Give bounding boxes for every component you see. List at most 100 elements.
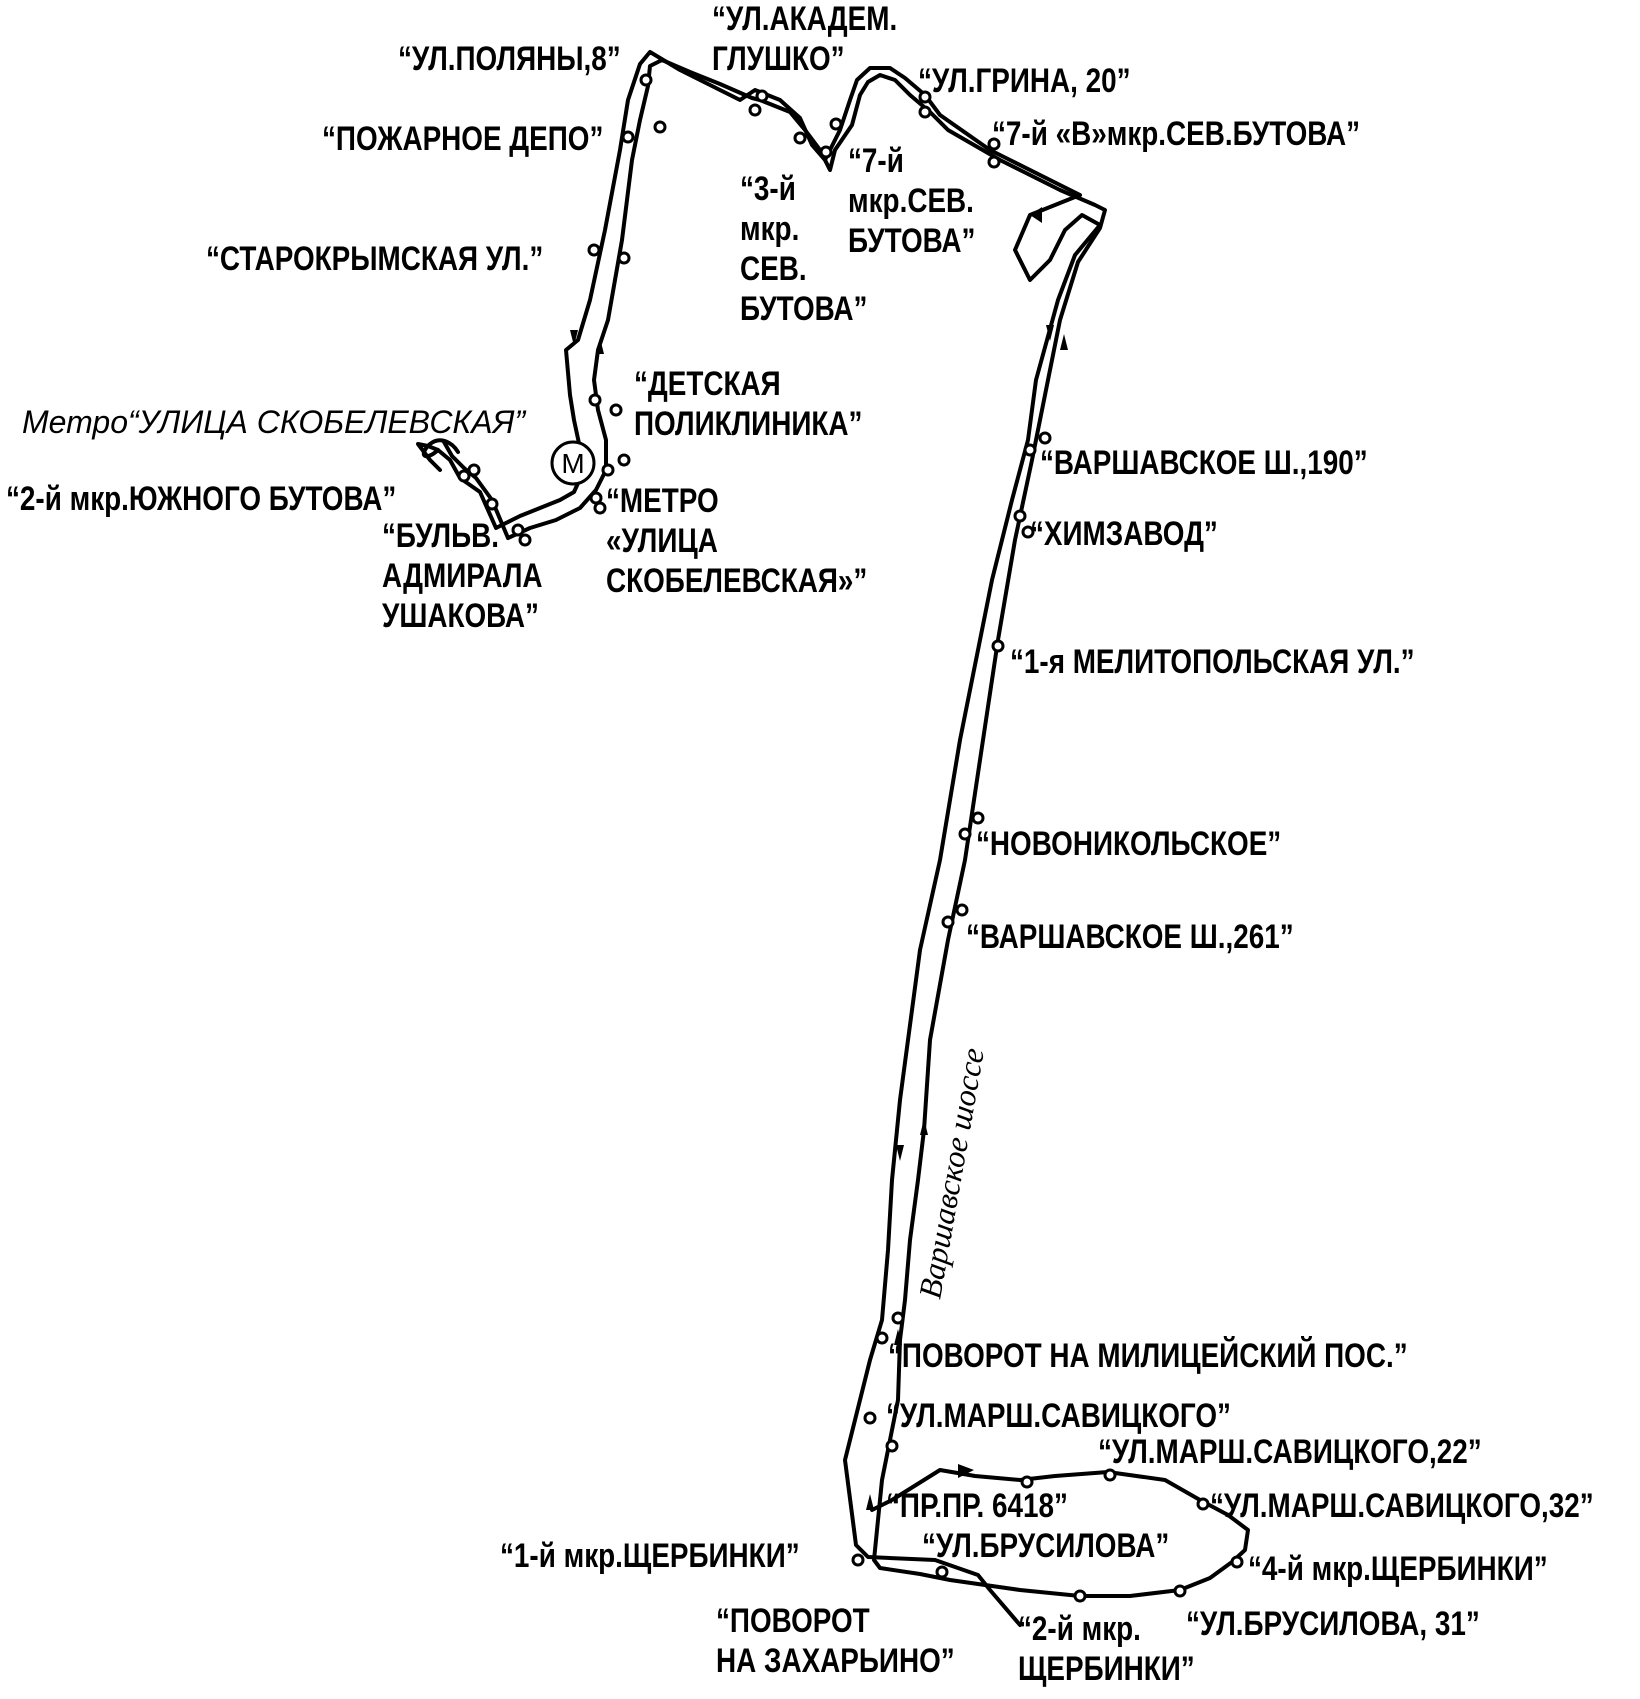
stop-label-v190: “ВАРШАВСКОЕ Ш.,190” xyxy=(1040,443,1368,481)
direction-arrows xyxy=(570,207,1068,1510)
stop-label-line: СКОБЕЛЕВСКАЯ»” xyxy=(606,561,867,599)
stop-label-line: “УЛ.БРУСИЛОВА, 31” xyxy=(1186,1604,1480,1642)
stop-label-line: “ПОВОРОТ xyxy=(716,1601,870,1639)
arrow-up-icon xyxy=(920,1119,928,1135)
arrow-up-icon xyxy=(1060,334,1068,350)
stop-label-2mkr_shch: “2-й мкр.ЩЕРБИНКИ” xyxy=(1018,1609,1195,1687)
stop-marker xyxy=(1230,1555,1244,1569)
stop-marker xyxy=(467,463,481,477)
stop-label-line: УШАКОВА” xyxy=(382,596,539,634)
arrow-up-icon xyxy=(596,338,604,354)
stop-label-depo: “ПОЖАРНОЕ ДЕПО” xyxy=(322,119,603,157)
stop-marker xyxy=(621,130,635,144)
stop-marker xyxy=(617,453,631,467)
arrow-down-icon xyxy=(896,1145,904,1161)
stop-marker xyxy=(485,497,499,511)
road-label: Варшавское шоссе xyxy=(911,1045,991,1301)
stop-label-line: мкр. xyxy=(740,209,799,247)
stop-label-2mkr_yu: “2-й мкр.ЮЖНОГО БУТОВА” xyxy=(6,479,396,517)
stop-label-line: ЩЕРБИНКИ” xyxy=(1018,1649,1195,1687)
stop-marker xyxy=(793,131,807,145)
stop-label-khimzavod: “ХИМЗАВОД” xyxy=(1030,514,1218,552)
stop-label-line: “ПР.ПР. 6418” xyxy=(886,1486,1068,1524)
stop-label-poliany: “УЛ.ПОЛЯНЫ,8” xyxy=(398,39,621,77)
stop-label-line: «УЛИЦА xyxy=(606,521,718,559)
stop-label-line: “2-й мкр. xyxy=(1018,1609,1141,1647)
stop-label-line: “ВАРШАВСКОЕ Ш.,261” xyxy=(966,917,1294,955)
metro-letter: М xyxy=(561,448,584,479)
stop-marker xyxy=(819,145,833,159)
arrow-right-icon xyxy=(1030,207,1042,223)
stop-label-line: “ПОВОРОТ НА МИЛИЦЕЙСКИЙ ПОС.” xyxy=(888,1335,1408,1374)
stop-marker xyxy=(639,73,653,87)
stop-label-line: “1-я МЕЛИТОПОЛЬСКАЯ УЛ.” xyxy=(1010,642,1415,680)
stop-label-line: “УЛ.БРУСИЛОВА” xyxy=(922,1526,1169,1564)
metro-circle xyxy=(550,440,596,486)
stop-label-milits: “ПОВОРОТ НА МИЛИЦЕЙСКИЙ ПОС.” xyxy=(888,1335,1408,1374)
stop-label-line: мкр.СЕВ. xyxy=(848,181,974,219)
stop-markers xyxy=(457,73,1244,1603)
stop-label-grina: “УЛ.ГРИНА, 20” xyxy=(918,61,1131,99)
arrow-up-icon xyxy=(894,1329,902,1345)
stop-label-line: “2-й мкр.ЮЖНОГО БУТОВА” xyxy=(6,479,396,517)
stop-label-brusilova31: “УЛ.БРУСИЛОВА, 31” xyxy=(1186,1604,1480,1642)
stop-label-line: “ПОЖАРНОЕ ДЕПО” xyxy=(322,119,603,157)
stop-marker xyxy=(587,243,601,257)
stop-label-line: БУТОВА” xyxy=(740,289,867,327)
stop-marker xyxy=(518,533,532,547)
stop-label-line: “УЛ.АКАДЕМ. xyxy=(712,0,897,38)
stop-marker xyxy=(653,120,667,134)
stop-label-line: “7-й «В»мкр.СЕВ.БУТОВА” xyxy=(992,114,1360,152)
stop-label-line: “УЛ.МАРШ.САВИЦКОГО,32” xyxy=(1210,1486,1594,1524)
arrow-down-icon xyxy=(570,330,578,346)
stop-label-line: “7-й xyxy=(848,141,904,179)
stop-marker xyxy=(601,463,615,477)
stop-label-pr6418: “ПР.ПР. 6418” xyxy=(886,1486,1068,1524)
stop-marker xyxy=(1023,443,1037,457)
stop-marker xyxy=(875,1331,889,1345)
stop-marker xyxy=(955,903,969,917)
stop-label-line: СЕВ. xyxy=(740,249,807,287)
stop-label-line: “УЛ.ГРИНА, 20” xyxy=(918,61,1131,99)
stop-marker xyxy=(829,117,843,131)
stop-label-line: “1-й мкр.ЩЕРБИНКИ” xyxy=(500,1536,800,1574)
stop-label-line: “УЛ.ПОЛЯНЫ,8” xyxy=(398,39,621,77)
stop-marker xyxy=(1013,509,1027,523)
stop-marker xyxy=(1103,1468,1117,1482)
stop-label-novonik: “НОВОНИКОЛЬСКОЕ” xyxy=(976,824,1281,862)
stop-label-line: “4-й мкр.ЩЕРБИНКИ” xyxy=(1248,1549,1548,1587)
stop-label-melitop: “1-я МЕЛИТОПОЛЬСКАЯ УЛ.” xyxy=(1010,642,1415,680)
stop-label-v261: “ВАРШАВСКОЕ Ш.,261” xyxy=(966,917,1294,955)
stop-label-line: “БУЛЬВ. xyxy=(382,516,499,554)
stop-label-line: НА ЗАХАРЬИНО” xyxy=(716,1641,955,1679)
stop-marker xyxy=(1073,1589,1087,1603)
stop-marker xyxy=(851,1553,865,1567)
stop-label-line: ПОЛИКЛИНИКА” xyxy=(634,404,862,442)
stop-label-line: “ХИМЗАВОД” xyxy=(1030,514,1218,552)
stop-label-line: “УЛ.МАРШ.САВИЦКОГО” xyxy=(886,1396,1231,1434)
stop-marker xyxy=(593,501,607,515)
stop-marker xyxy=(987,137,1001,151)
stop-marker xyxy=(971,811,985,825)
stop-marker xyxy=(958,827,972,841)
stop-marker xyxy=(1038,431,1052,445)
stop-label-line: “МЕТРО xyxy=(606,481,719,519)
stop-label-4mkr_shch: “4-й мкр.ЩЕРБИНКИ” xyxy=(1248,1549,1548,1587)
stop-label-savitsk32: “УЛ.МАРШ.САВИЦКОГО,32” xyxy=(1210,1486,1594,1524)
stop-marker xyxy=(891,1311,905,1325)
stop-marker xyxy=(863,1411,877,1425)
arrow-right-icon xyxy=(958,1464,974,1478)
stop-marker xyxy=(885,1439,899,1453)
stop-label-savitsk: “УЛ.МАРШ.САВИЦКОГО” xyxy=(886,1396,1231,1434)
stop-marker xyxy=(457,469,471,483)
stop-marker xyxy=(918,90,932,104)
arrow-up-icon xyxy=(866,1494,874,1510)
metro-station-label: Метро“УЛИЦА СКОБЕЛЕВСКАЯ” xyxy=(22,404,526,440)
stop-label-line: “ДЕТСКАЯ xyxy=(634,364,781,402)
stop-label-line: АДМИРАЛА xyxy=(382,556,543,594)
stop-marker xyxy=(748,103,762,117)
